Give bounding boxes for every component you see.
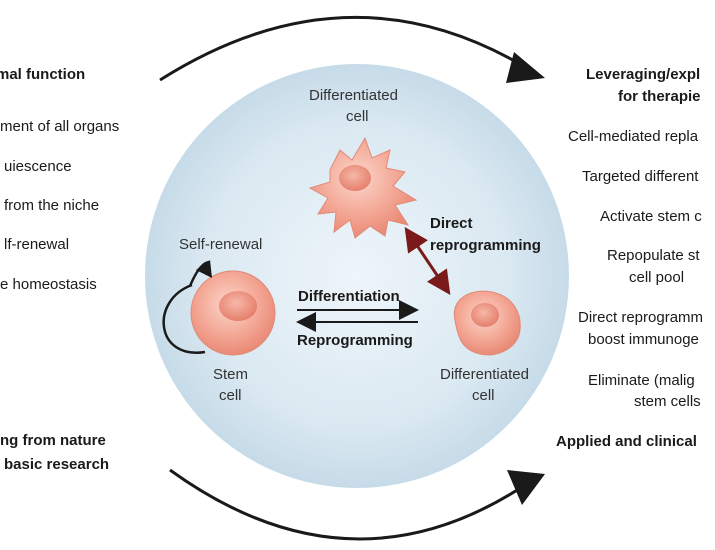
self-renewal-arrow-head (196, 260, 212, 278)
self-renewal-arrow (162, 283, 206, 354)
direct-reprogramming-line2: reprogramming (430, 237, 541, 254)
right-item-9: stem cells (634, 393, 701, 410)
right-item-4: Repopulate st (607, 247, 700, 264)
left-item-2: uiescence (4, 158, 72, 175)
left-item-1: ment of all organs (0, 118, 120, 135)
right-heading-line2: for therapie (618, 88, 701, 105)
self-renewal-label: Self-renewal (179, 236, 263, 253)
right-item-1: Cell-mediated repla (568, 128, 699, 145)
reprogramming-label: Reprogramming (297, 332, 413, 349)
right-item-3: Activate stem c (600, 208, 702, 225)
left-item-5: e homeostasis (0, 276, 97, 293)
right-item-5: cell pool (629, 269, 685, 286)
bottom-arrow-head (507, 470, 545, 505)
right-differentiated-cell (453, 290, 521, 356)
right-item-8: Eliminate (malig (588, 372, 695, 389)
top-cell-label-line2: cell (346, 108, 369, 125)
stem-cell-label-line1: Stem (213, 366, 249, 383)
differentiation-label: Differentiation (298, 288, 400, 305)
left-heading: mal function (0, 66, 86, 83)
stem-cell (190, 270, 276, 356)
bottom-curved-arrow (169, 468, 526, 541)
right-item-6: Direct reprogramm (578, 309, 704, 326)
top-cell-label-line1: Differentiated (309, 87, 398, 104)
direct-reprogramming-line1: Direct (430, 215, 473, 232)
right-cell-label-line2: cell (472, 387, 495, 404)
right-footer: Applied and clinical (556, 433, 697, 450)
top-curved-arrow (159, 15, 531, 82)
central-circle (145, 64, 569, 488)
left-item-4: lf-renewal (4, 236, 70, 253)
stem-cell-label-line2: cell (219, 387, 242, 404)
left-footer-line1: ng from nature (0, 432, 106, 449)
right-cell-label-line1: Differentiated (440, 366, 529, 383)
right-item-7: boost immunoge (588, 331, 699, 348)
right-heading-line1: Leveraging/expl (586, 66, 701, 83)
top-arrow-head (506, 52, 545, 83)
left-footer-line2: basic research (4, 456, 110, 473)
top-differentiated-cell (308, 136, 418, 239)
right-item-2: Targeted different (582, 168, 699, 185)
left-item-3: from the niche (4, 197, 100, 214)
direct-reprogramming-arrow (404, 227, 451, 295)
